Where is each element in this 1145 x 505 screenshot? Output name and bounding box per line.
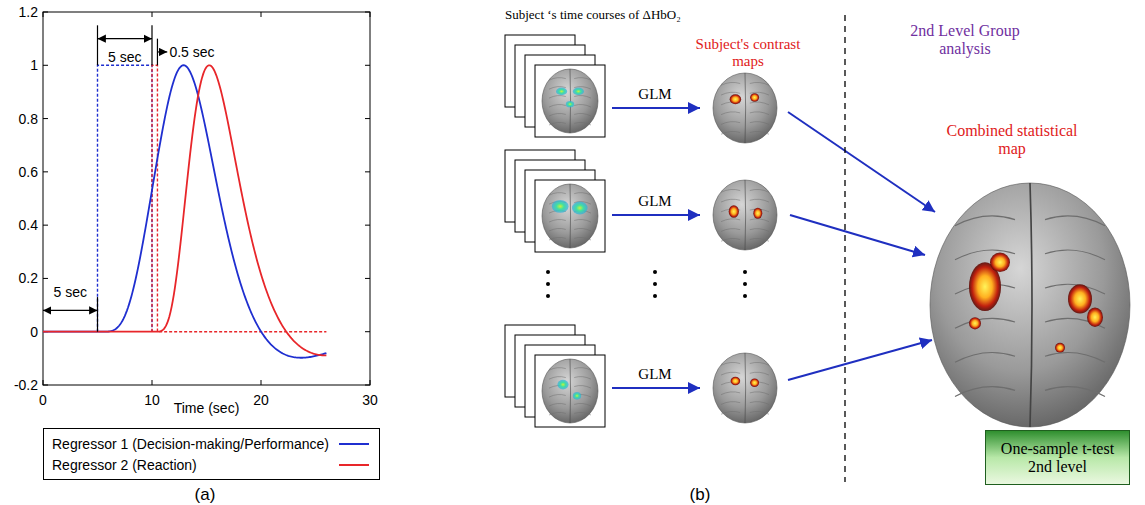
continuation-dot <box>653 270 657 274</box>
group-arrow <box>790 215 925 255</box>
tick-mark <box>43 12 48 13</box>
tick-mark <box>370 12 371 17</box>
axes-frame <box>43 12 370 385</box>
glm-arrow <box>612 387 700 389</box>
text-label: Subject's contrast maps <box>693 36 803 71</box>
text-label: 2nd Level Group analysis <box>890 22 1040 59</box>
tick-mark <box>370 380 371 385</box>
tick-mark <box>43 12 44 17</box>
divider-line <box>844 15 845 482</box>
tick-label: 1 <box>0 57 38 73</box>
tick-label: 0.2 <box>0 270 38 286</box>
regressor-1-curve <box>43 65 326 357</box>
test-box: One-sample t-test 2nd level <box>985 430 1130 485</box>
brain-image <box>930 183 1130 427</box>
tick-mark <box>365 65 370 66</box>
tick-mark <box>152 380 153 385</box>
dimension-bar <box>157 39 158 66</box>
brain-image <box>713 353 777 423</box>
dimension-bar <box>97 297 98 332</box>
legend-text: Regressor 2 (Reaction) <box>52 457 197 473</box>
dimension-arrow <box>157 51 167 52</box>
tick-label: 1.2 <box>0 4 38 20</box>
continuation-dot <box>743 270 747 274</box>
dimension-bar <box>97 25 98 65</box>
brain-image <box>542 359 598 423</box>
legend-text: Regressor 1 (Decision-making/Performance… <box>52 436 329 452</box>
glm-arrow <box>612 214 700 216</box>
box-text: One-sample t-test 2nd level <box>994 440 1121 476</box>
tick-label: 0.8 <box>0 111 38 127</box>
chart-legend: Regressor 1 (Decision-making/Performance… <box>43 428 380 480</box>
tick-mark <box>365 331 370 332</box>
continuation-dot <box>743 282 747 286</box>
group-arrow <box>788 112 935 212</box>
tick-label: 20 <box>241 392 281 408</box>
text-label: GLM <box>625 193 685 210</box>
tick-mark <box>261 12 262 17</box>
tick-mark <box>43 385 48 386</box>
tick-label: 0 <box>23 392 63 408</box>
continuation-dot <box>653 282 657 286</box>
regressor-2-curve <box>43 65 326 355</box>
tick-mark <box>152 12 153 17</box>
tick-label: 0.4 <box>0 217 38 233</box>
text-label: Subject ‘s time courses of ΔHbO₂ <box>505 8 765 23</box>
text-label: Combined statistical map <box>937 122 1087 159</box>
text-label: (a) <box>185 485 225 505</box>
legend-line-sample <box>329 460 371 470</box>
legend-entry: Regressor 2 (Reaction) <box>52 454 371 475</box>
tick-label: 10 <box>132 392 172 408</box>
tick-mark <box>43 171 48 172</box>
text-label: GLM <box>625 366 685 383</box>
tick-mark <box>365 118 370 119</box>
brain-image <box>713 73 777 143</box>
tick-mark <box>365 12 370 13</box>
continuation-dot <box>653 294 657 298</box>
tick-mark <box>43 65 48 66</box>
brain-image <box>542 69 598 133</box>
tick-mark <box>365 171 370 172</box>
dimension-label: 0.5 sec <box>169 44 239 60</box>
continuation-dot <box>546 270 550 274</box>
tick-mark <box>365 385 370 386</box>
tick-label: 0 <box>0 324 38 340</box>
tick-mark <box>261 380 262 385</box>
tick-mark <box>43 225 48 226</box>
group-arrow <box>788 340 932 380</box>
dimension-arrow <box>43 310 98 311</box>
continuation-dot <box>546 294 550 298</box>
tick-mark <box>365 278 370 279</box>
tick-mark <box>43 118 48 119</box>
time-course-stack <box>505 150 605 252</box>
tick-mark <box>43 380 44 385</box>
legend-entry: Regressor 1 (Decision-making/Performance… <box>52 433 371 454</box>
brain-image <box>542 184 598 248</box>
text-label: GLM <box>625 86 685 103</box>
tick-mark <box>365 225 370 226</box>
dimension-bar <box>151 25 152 65</box>
tick-label: 0.6 <box>0 164 38 180</box>
continuation-dot <box>743 294 747 298</box>
tick-label: -0.2 <box>0 377 38 393</box>
glm-arrow <box>612 107 700 109</box>
brain-image <box>713 180 777 250</box>
tick-label: 30 <box>350 392 390 408</box>
tick-mark <box>43 278 48 279</box>
legend-line-sample <box>329 439 371 449</box>
continuation-dot <box>546 282 550 286</box>
dimension-label: 5 sec <box>95 49 155 65</box>
boxcar-regressor-1 <box>98 65 153 331</box>
dimension-label: Time (sec) <box>147 400 267 416</box>
time-course-stack <box>505 35 605 137</box>
dimension-label: 5 sec <box>40 284 100 300</box>
impulse-regressor-2 <box>152 65 326 331</box>
time-course-stack <box>505 325 605 427</box>
text-label: (b) <box>680 485 720 505</box>
dimension-arrow <box>98 38 153 39</box>
